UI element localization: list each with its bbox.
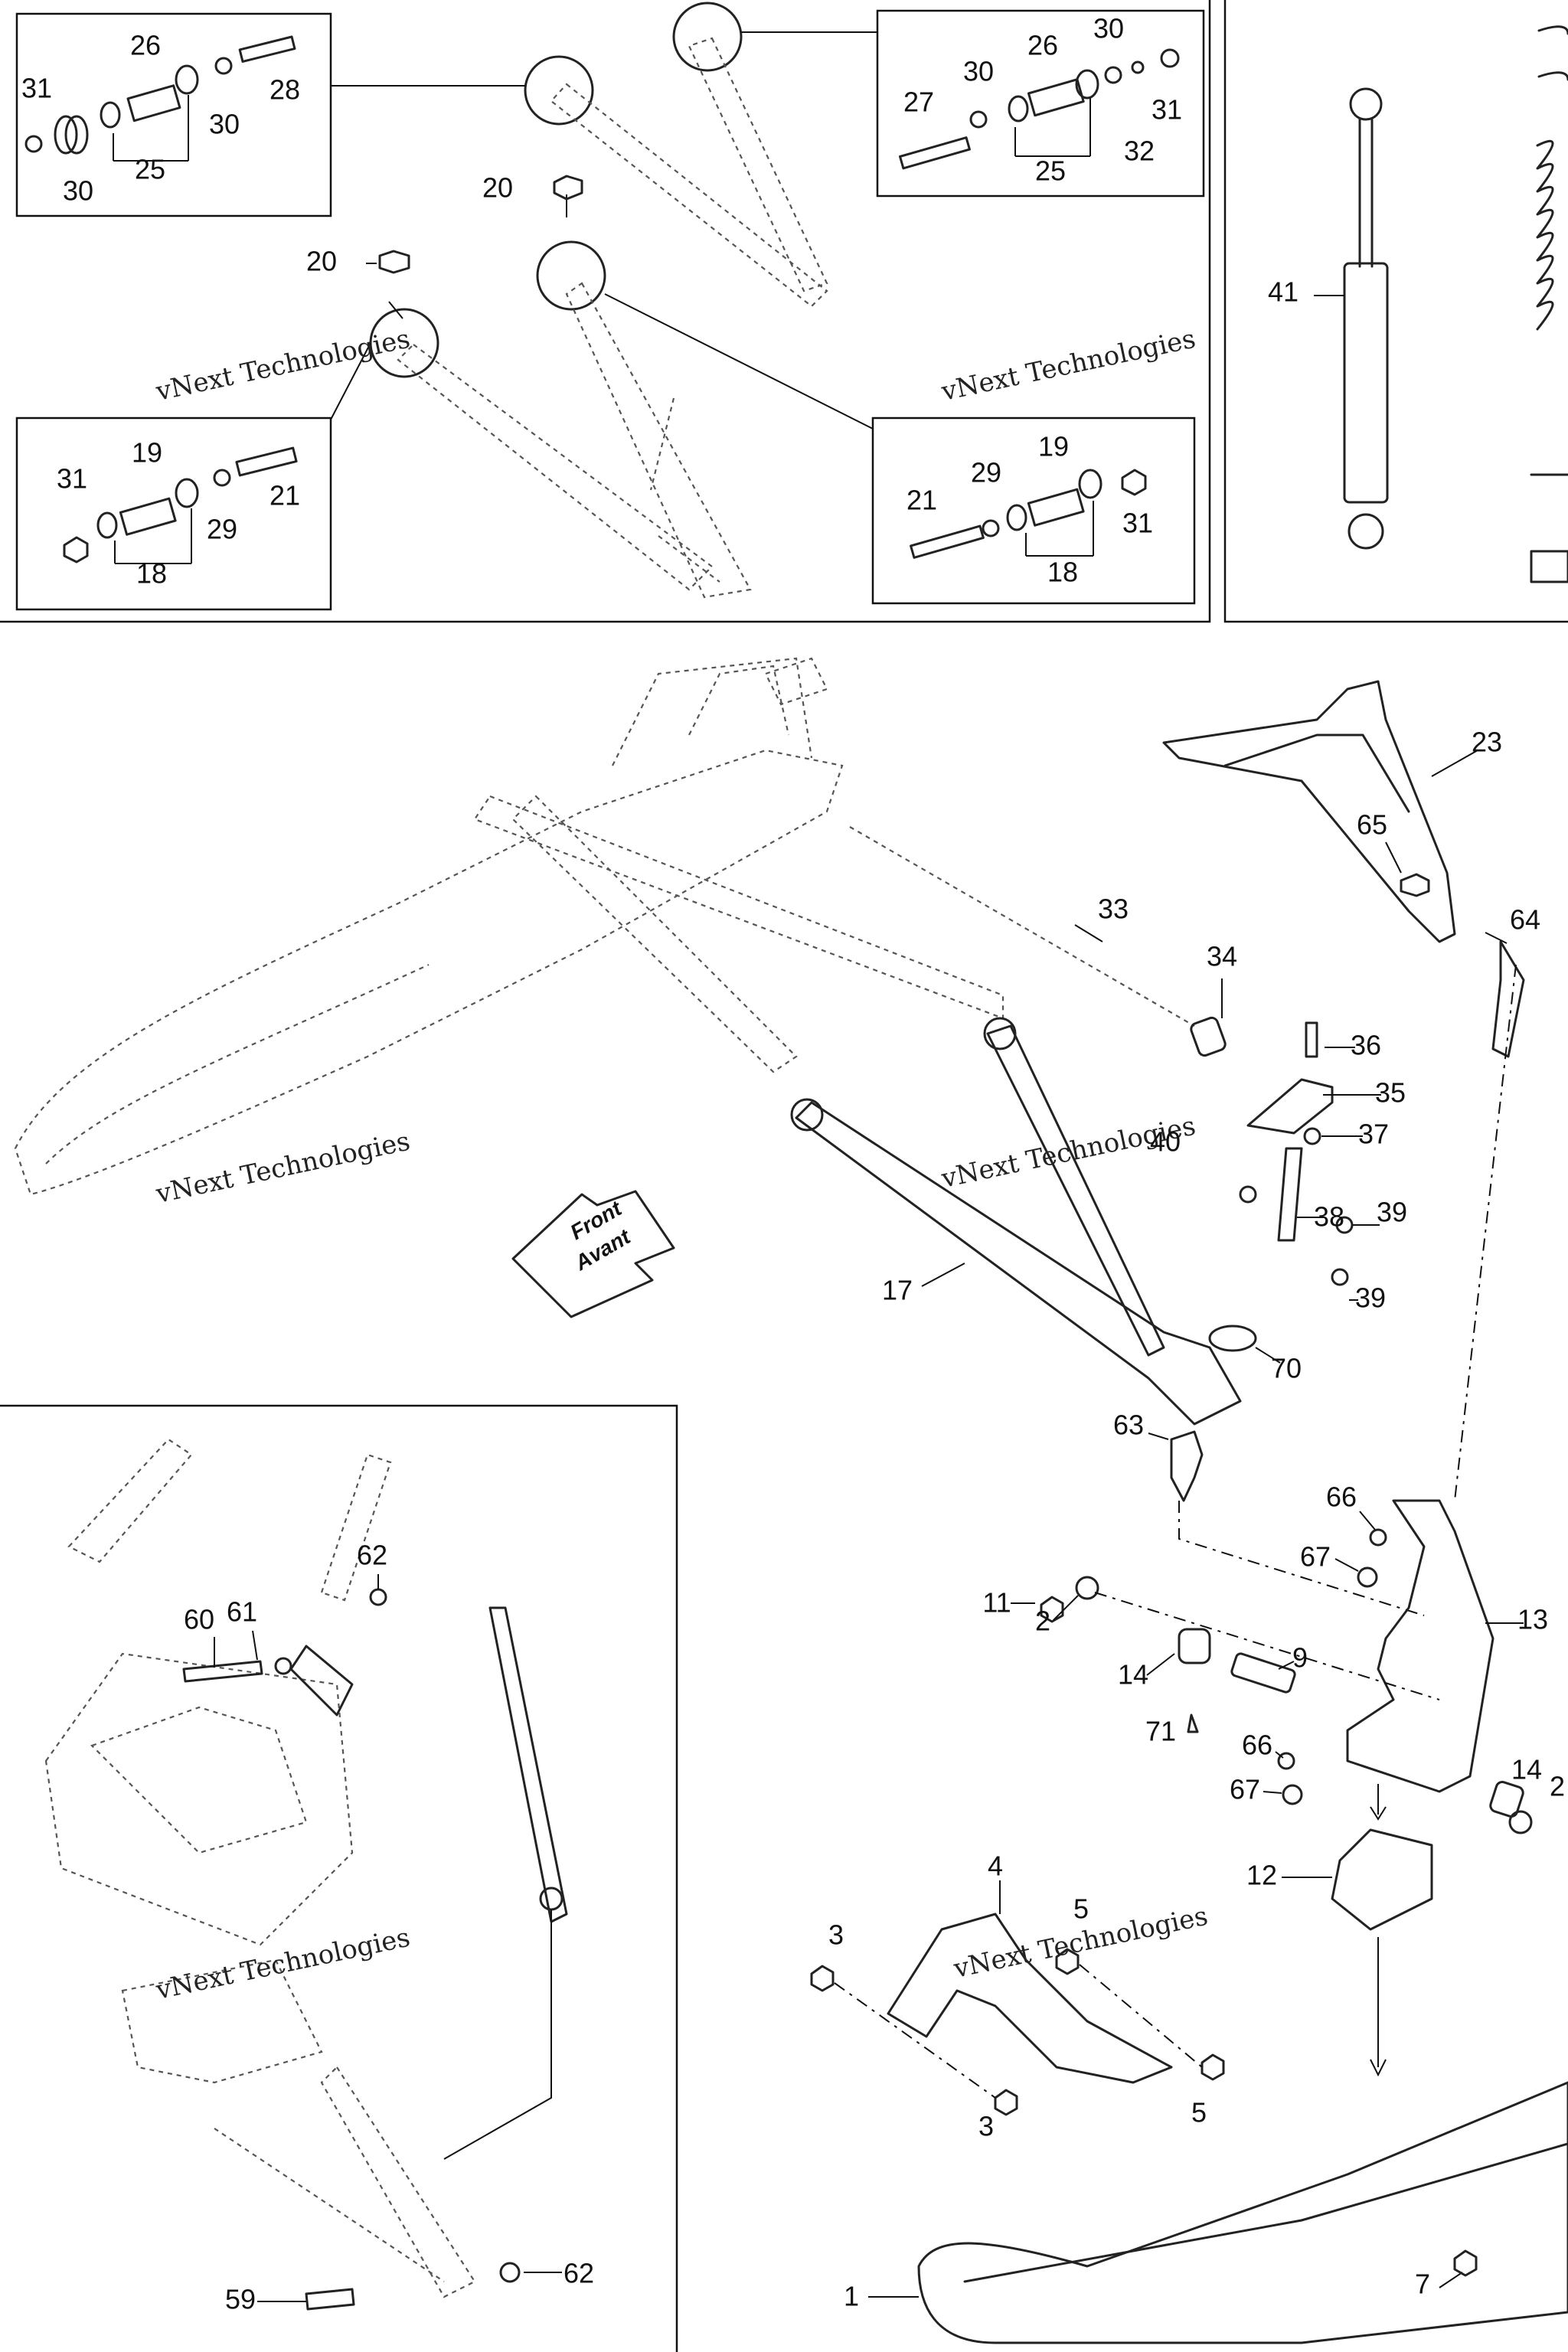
callout-28: 28 (270, 74, 300, 106)
ski-1 (868, 2081, 1568, 2344)
callout-26: 26 (130, 30, 161, 61)
callout-38: 38 (1314, 1201, 1344, 1233)
callout-37: 37 (1358, 1119, 1389, 1150)
inset-bottom-left (44, 1438, 568, 2311)
callout-11: 11 (982, 1587, 1011, 1619)
callout-7: 7 (1415, 2269, 1430, 2300)
watermark-text: vNext Technologies (152, 324, 413, 408)
callout-20: 20 (306, 246, 337, 277)
callout-31: 31 (21, 73, 52, 104)
callout-25: 25 (1035, 155, 1066, 187)
a-arm-assemblies-top (330, 2, 877, 599)
callout-36: 36 (1351, 1030, 1381, 1061)
callout-35: 35 (1375, 1077, 1406, 1109)
callout-65: 65 (1357, 809, 1387, 841)
front-suspension-ghost (14, 657, 1004, 1196)
callout-39: 39 (1377, 1197, 1407, 1228)
callout-66: 66 (1242, 1730, 1272, 1761)
callout-21: 21 (906, 485, 937, 516)
callout-19: 19 (132, 437, 162, 469)
watermark-text: vNext Technologies (152, 1922, 413, 2007)
callout-12: 12 (1246, 1860, 1277, 1891)
callout-64: 64 (1510, 904, 1540, 936)
callout-1: 1 (844, 2281, 859, 2312)
callout-71: 71 (1145, 1716, 1176, 1747)
callout-30: 30 (963, 56, 994, 87)
callout-18: 18 (1047, 557, 1078, 588)
callout-2: 2 (1035, 1606, 1050, 1637)
bushing-kit-lower-left (63, 446, 298, 564)
callout-26: 26 (1027, 30, 1058, 61)
callout-32: 32 (1124, 136, 1155, 167)
callout-31: 31 (1122, 508, 1153, 539)
callout-63: 63 (1113, 1410, 1144, 1441)
callout-18: 18 (136, 558, 167, 590)
callout-23: 23 (1472, 727, 1502, 758)
callout-14: 14 (1118, 1659, 1148, 1690)
callout-25: 25 (135, 154, 165, 185)
callout-14: 14 (1511, 1754, 1542, 1785)
callout-5: 5 (1191, 2097, 1207, 2128)
callout-5: 5 (1073, 1893, 1089, 1925)
callout-2: 2 (1550, 1771, 1565, 1802)
bushing-kit-lower-right (910, 469, 1147, 559)
tie-rod-33 (849, 826, 1525, 1058)
callout-4: 4 (988, 1851, 1003, 1882)
callout-34: 34 (1207, 941, 1237, 972)
lower-a-arm-17 (790, 1017, 1281, 1426)
callout-60: 60 (184, 1604, 214, 1635)
callout-3: 3 (828, 1919, 844, 1951)
callout-70: 70 (1271, 1353, 1302, 1384)
callout-20: 20 (482, 172, 513, 204)
watermark-text: vNext Technologies (938, 324, 1198, 408)
callout-21: 21 (270, 480, 300, 511)
front-direction-arrow: Front Avant (511, 1190, 675, 1318)
watermark-text: vNext Technologies (152, 1126, 413, 1210)
callout-62: 62 (564, 2258, 594, 2289)
ball-joint-63 (1148, 1430, 1425, 1616)
wear-pad-12 (1282, 1784, 1433, 2077)
shock-absorber-41 (1314, 25, 1568, 583)
callout-31: 31 (1152, 94, 1182, 126)
callout-61: 61 (227, 1596, 257, 1628)
callout-30: 30 (209, 109, 240, 140)
callout-40: 40 (1150, 1126, 1181, 1158)
callout-3: 3 (978, 2111, 994, 2142)
callout-31: 31 (57, 463, 87, 495)
callout-9: 9 (1292, 1642, 1308, 1674)
steering-arm-35 (1239, 1021, 1381, 1301)
bushing-kit-upper-right (898, 48, 1180, 170)
callout-33: 33 (1098, 893, 1129, 925)
spindle-pin-stack (1011, 1576, 1533, 1834)
callout-41: 41 (1268, 276, 1298, 308)
spindle-13 (1263, 964, 1524, 1805)
callout-39: 39 (1355, 1282, 1386, 1314)
callout-17: 17 (882, 1275, 913, 1306)
callout-62: 62 (357, 1540, 387, 1571)
callout-29: 29 (971, 457, 1001, 488)
callout-67: 67 (1300, 1541, 1331, 1573)
callout-19: 19 (1038, 431, 1069, 462)
bushing-kit-upper-left (24, 35, 296, 162)
callout-66: 66 (1326, 1481, 1357, 1513)
callout-59: 59 (225, 2284, 256, 2315)
callout-29: 29 (207, 514, 237, 545)
callout-67: 67 (1230, 1774, 1260, 1805)
callout-30: 30 (1093, 13, 1124, 44)
ski-handle-4 (810, 1880, 1225, 2116)
upper-a-arm-23 (1162, 680, 1478, 943)
callout-13: 13 (1517, 1604, 1548, 1635)
callout-27: 27 (903, 87, 934, 118)
callout-30: 30 (63, 175, 93, 207)
